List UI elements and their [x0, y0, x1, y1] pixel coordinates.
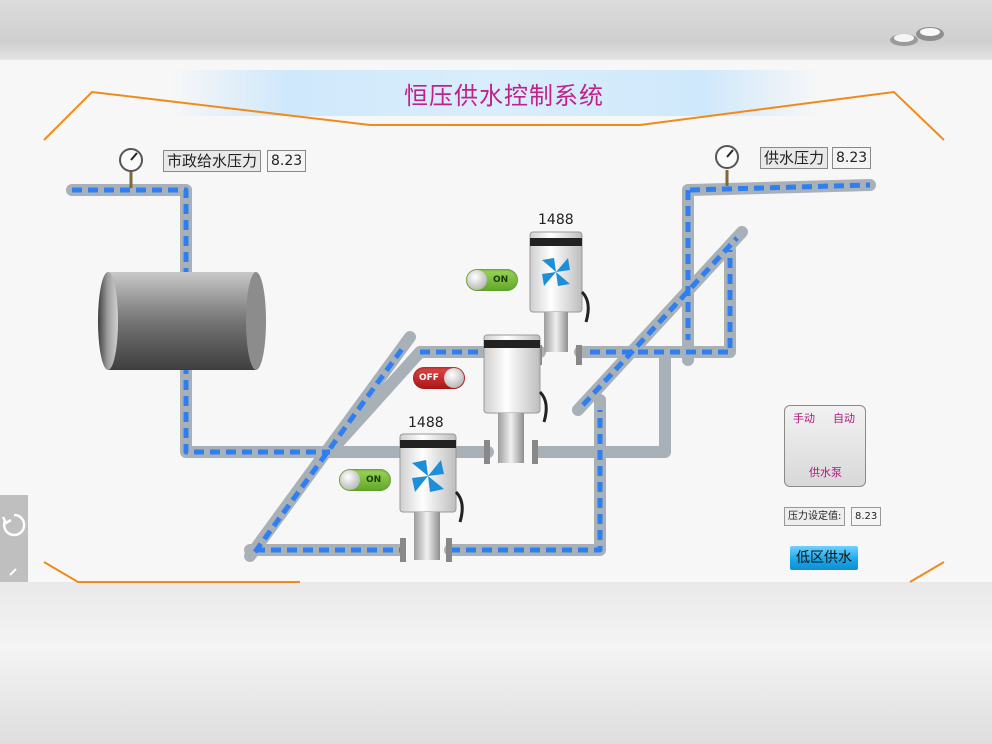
pump-1-state: ON	[493, 275, 509, 285]
toggle-knob	[467, 270, 487, 290]
switch-name: 供水泵	[809, 466, 842, 479]
pump-2-state: OFF	[419, 373, 439, 383]
refresh-icon	[1, 513, 26, 576]
pump-mode-switch[interactable]: 手动 自动 供水泵	[784, 405, 866, 487]
pump-2-toggle[interactable]: OFF	[413, 367, 465, 389]
pump-2-graphic	[483, 334, 548, 464]
pump-1-graphic	[529, 231, 590, 365]
pump-1-id: 1488	[538, 212, 574, 228]
toggle-knob	[340, 470, 360, 490]
pump-3-state: ON	[366, 475, 382, 485]
title-banner	[170, 70, 820, 116]
auto-label: 自动	[833, 412, 855, 425]
water-tank	[98, 272, 266, 370]
low-zone-supply-button[interactable]: 低区供水	[790, 546, 858, 570]
pump-3-id: 1488	[408, 415, 444, 431]
page-title: 恒压供水控制系统	[404, 82, 604, 110]
municipal-pressure-label: 市政给水压力	[163, 150, 262, 172]
supply-pressure-label: 供水压力	[760, 147, 829, 169]
pipes	[66, 179, 876, 562]
setpoint-value[interactable]: 8.23	[851, 507, 882, 526]
frame-bottom-right	[909, 561, 945, 583]
pump-3-toggle[interactable]: ON	[339, 469, 391, 491]
top-background	[0, 0, 992, 60]
pump-3-graphic	[399, 433, 464, 562]
pressure-gauge-icon-municipal	[119, 148, 143, 188]
water-drops-decoration	[890, 27, 944, 46]
pressure-gauge-icon-supply	[715, 145, 739, 186]
frame-bottom	[43, 561, 300, 583]
pump-1-toggle[interactable]: ON	[466, 269, 518, 291]
toggle-knob	[444, 368, 464, 388]
supply-pressure-value: 8.23	[832, 147, 872, 169]
manual-label: 手动	[793, 412, 815, 425]
frame-top	[43, 90, 945, 141]
municipal-pressure-value: 8.23	[267, 150, 307, 172]
bottom-background	[0, 582, 992, 744]
setpoint-label: 压力设定值:	[784, 507, 846, 526]
side-tab[interactable]	[0, 495, 28, 582]
